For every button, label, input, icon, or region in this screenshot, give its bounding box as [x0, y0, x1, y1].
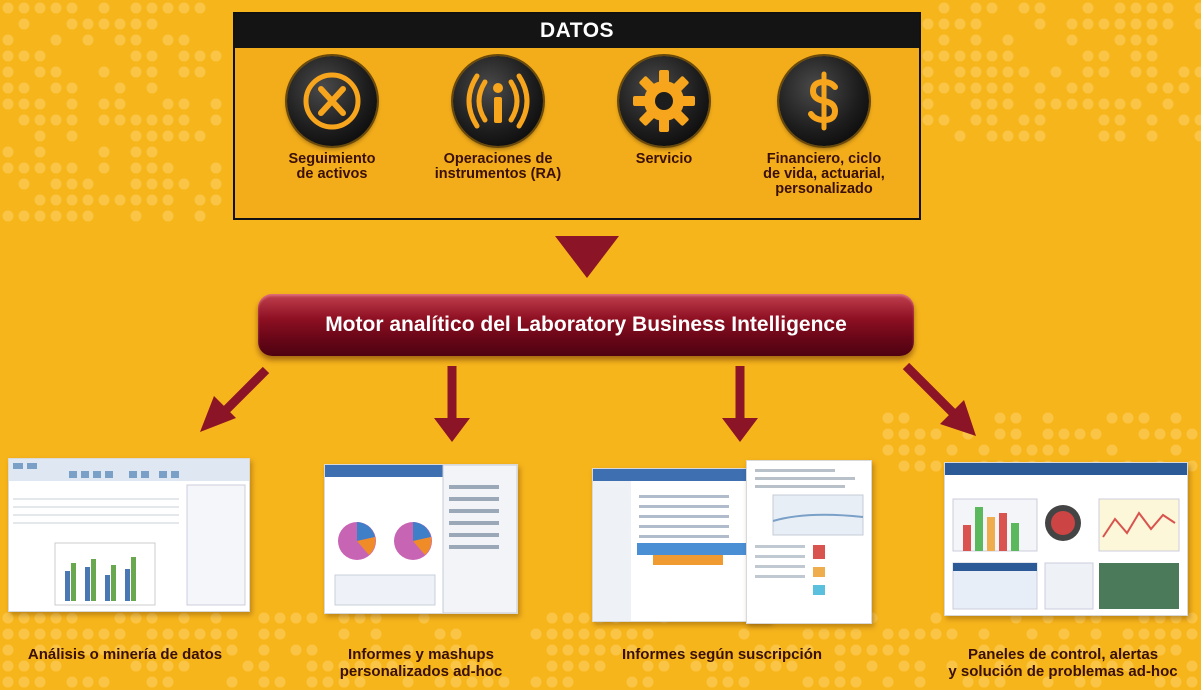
- source-label-line2: de vida, actuarial,: [763, 166, 885, 182]
- arrow-to-data-mining: [216, 366, 270, 420]
- data-mining-screenshot: [8, 458, 250, 612]
- flow-down-arrow: [555, 236, 619, 278]
- output-label-line2: y solución de problemas ad-hoc: [948, 663, 1178, 680]
- spreadsheet-chart-image: [9, 459, 249, 606]
- output-adhoc-reports: Informes y mashups personalizados ad-hoc: [296, 646, 546, 680]
- wireless-signal-icon: [453, 56, 543, 146]
- source-label-line1: Servicio: [635, 151, 693, 167]
- output-label-line2: personalizados ad-hoc: [339, 663, 503, 680]
- adhoc-report-screenshot: [324, 464, 518, 614]
- output-dashboards: Paneles de control, alertas y solución d…: [928, 646, 1198, 680]
- source-label-line2: instrumentos (RA): [434, 166, 562, 182]
- dashboard-image: [945, 463, 1187, 610]
- output-label-line1: Análisis o minería de datos: [27, 646, 223, 663]
- arrow-head-subscription-reports: [722, 418, 758, 442]
- output-label-line1: Informes según suscripción: [621, 646, 823, 663]
- arrow-head-dashboards: [940, 400, 976, 436]
- dashboard-screenshot: [944, 462, 1188, 616]
- output-subscription-reports: Informes según suscripción: [594, 646, 850, 663]
- data-panel-title: DATOS: [235, 14, 919, 48]
- output-data-mining: Análisis o minería de datos: [0, 646, 250, 663]
- subscription-list-screenshot: [592, 468, 770, 622]
- source-label-line1: Operaciones de: [443, 151, 553, 167]
- source-label-line1: Financiero, ciclo: [766, 151, 882, 167]
- output-label-line1: Paneles de control, alertas: [967, 646, 1159, 663]
- source-label-line3: personalizado: [775, 181, 873, 197]
- source-service: Servicio: [579, 56, 749, 167]
- source-label-line2: de activos: [296, 166, 368, 182]
- subscription-report-screenshot: [746, 460, 872, 624]
- subscription-report-image: [755, 469, 864, 595]
- arrow-head-data-mining: [200, 396, 236, 432]
- source-instrument-ops: Operaciones de instrumentos (RA): [413, 56, 583, 182]
- arrow-head-adhoc-reports: [434, 418, 470, 442]
- data-sources-panel: DATOS Seguimiento de activos Operaci: [233, 12, 921, 220]
- analytics-engine-bar: Motor analítico del Laboratory Business …: [258, 294, 914, 356]
- output-label-line1: Informes y mashups: [348, 646, 494, 663]
- dollar-icon: [779, 56, 869, 146]
- gear-icon: [619, 56, 709, 146]
- source-label-line1: Seguimiento: [288, 151, 376, 167]
- source-asset-tracking: Seguimiento de activos: [247, 56, 417, 182]
- x-circle-icon: [287, 56, 377, 146]
- source-financial: Financiero, ciclo de vida, actuarial, pe…: [739, 56, 909, 197]
- subscription-list-image: [593, 469, 769, 621]
- report-pie-image: [325, 465, 517, 613]
- arrow-to-dashboards: [902, 362, 960, 420]
